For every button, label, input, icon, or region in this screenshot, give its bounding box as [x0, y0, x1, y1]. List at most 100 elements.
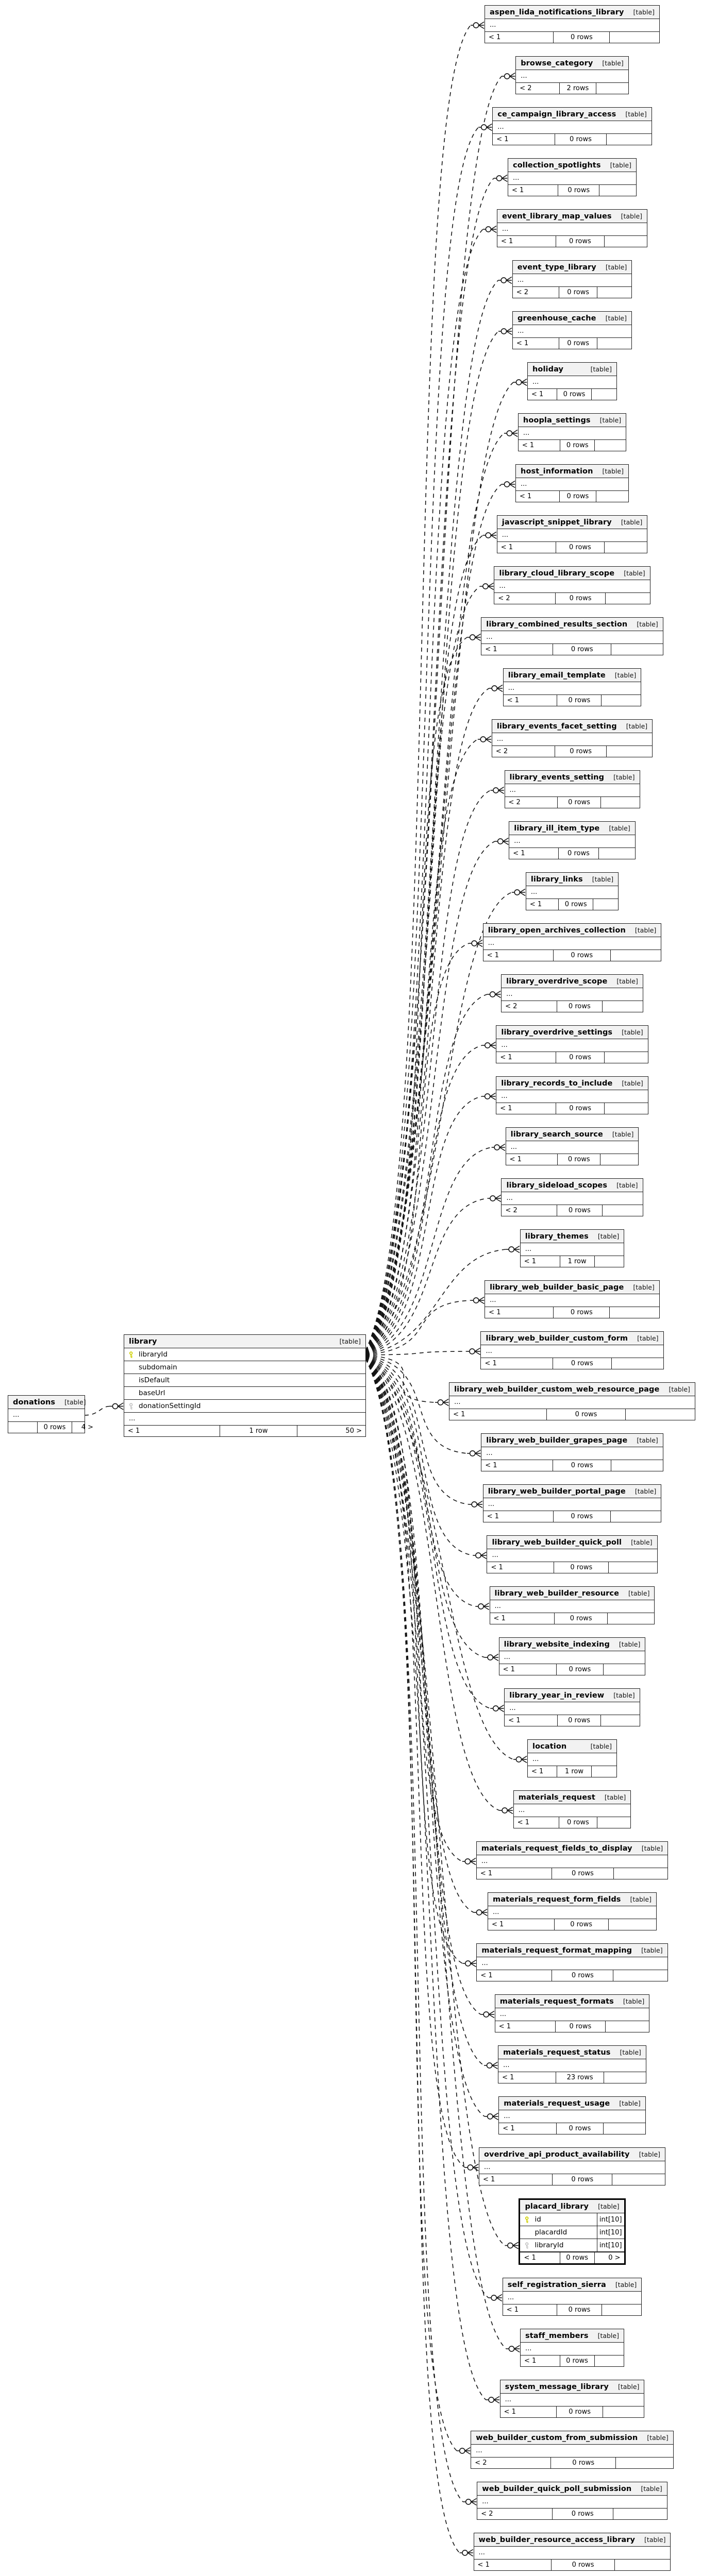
footer-child-count	[603, 1001, 643, 1012]
table-node-materials_request_format_mapping[interactable]: materials_request_format_mapping [table]…	[476, 1943, 668, 1981]
table-node-library_overdrive_settings[interactable]: library_overdrive_settings [table] ... <…	[496, 1025, 648, 1063]
table-node-donations[interactable]: donations [table] ... 0 rows 4 >	[8, 1395, 93, 1433]
table-node-library_ill_item_type[interactable]: library_ill_item_type [table] ... < 1 0 …	[509, 821, 636, 859]
table-node-ce_campaign_library_access[interactable]: ce_campaign_library_access [table] ... <…	[492, 107, 652, 145]
table-node-library_web_builder_quick_poll[interactable]: library_web_builder_quick_poll [table] .…	[487, 1535, 658, 1573]
footer-row-count: 0 rows	[557, 389, 592, 400]
table-node-library_themes[interactable]: library_themes [table] ... < 1 1 row	[520, 1229, 625, 1267]
table-node-library_sideload_scopes[interactable]: library_sideload_scopes [table] ... < 2 …	[501, 1178, 643, 1216]
table-kind-label: [table]	[647, 2434, 669, 2442]
footer-row-count: 0 rows	[556, 593, 606, 604]
footer-child-count	[597, 287, 631, 298]
footer-parent-count: < 1	[500, 2406, 557, 2417]
table-kind-label: [table]	[620, 2048, 641, 2056]
footer-row-count: 23 rows	[556, 2072, 604, 2083]
table-header: library_open_archives_collection [table]	[483, 924, 661, 937]
table-node-holiday[interactable]: holiday [table] ... < 1 0 rows	[527, 362, 617, 400]
table-more-columns: ...	[490, 1296, 496, 1304]
table-node-web_builder_quick_poll_submission[interactable]: web_builder_quick_poll_submission [table…	[477, 2482, 667, 2520]
table-node-materials_request_form_fields[interactable]: materials_request_form_fields [table] ..…	[488, 1892, 657, 1930]
table-footer: < 1 0 rows	[485, 1307, 659, 1318]
footer-child-count	[611, 1460, 662, 1471]
table-node-library_email_template[interactable]: library_email_template [table] ... < 1 0…	[503, 668, 642, 706]
table-name: host_information	[521, 467, 593, 476]
table-node-library_web_builder_basic_page[interactable]: library_web_builder_basic_page [table] .…	[485, 1280, 660, 1318]
table-node-library_web_builder_custom_form[interactable]: library_web_builder_custom_form [table] …	[480, 1331, 664, 1369]
footer-parent-count: < 2	[494, 593, 556, 604]
table-node-event_library_map_values[interactable]: event_library_map_values [table] ... < 1…	[496, 209, 648, 247]
table-footer: < 1 0 rows	[477, 1970, 667, 1981]
table-header: library_web_builder_custom_web_resource_…	[449, 1383, 695, 1396]
table-node-event_type_library[interactable]: event_type_library [table] ... < 2 0 row…	[512, 260, 632, 298]
table-node-collection_spotlights[interactable]: collection_spotlights [table] ... < 1 0 …	[508, 158, 637, 196]
footer-parent-count: < 1	[499, 2123, 557, 2134]
table-node-greenhouse_cache[interactable]: greenhouse_cache [table] ... < 1 0 rows	[512, 311, 632, 349]
footer-row-count: 0 rows	[560, 440, 595, 451]
table-more-columns: ...	[488, 1500, 495, 1508]
table-node-web_builder_custom_from_submission[interactable]: web_builder_custom_from_submission [tabl…	[471, 2431, 674, 2469]
table-footer: < 2 0 rows	[494, 592, 650, 604]
footer-parent-count: < 1	[508, 185, 559, 196]
table-node-materials_request_usage[interactable]: materials_request_usage [table] ... < 1 …	[498, 2096, 646, 2134]
table-node-library_overdrive_scope[interactable]: library_overdrive_scope [table] ... < 2 …	[501, 974, 643, 1012]
table-kind-label: [table]	[624, 569, 645, 577]
table-node-library_website_indexing[interactable]: library_website_indexing [table] ... < 1…	[498, 1637, 646, 1675]
table-footer: < 2 0 rows	[477, 2508, 667, 2519]
table-node-overdrive_api_product_availability[interactable]: overdrive_api_product_availability [tabl…	[478, 2147, 666, 2185]
table-node-materials_request[interactable]: materials_request [table] ... < 1 0 rows	[513, 1790, 631, 1828]
key-slot-empty	[129, 1390, 135, 1397]
relationship-edge	[118, 1405, 124, 1410]
table-footer: < 1 0 rows	[521, 2355, 624, 2366]
table-name: library_events_setting	[509, 773, 605, 782]
relationship-edge	[118, 1402, 124, 1407]
table-more-columns: ...	[532, 378, 539, 386]
table-node-library_events_facet_setting[interactable]: library_events_facet_setting [table] ...…	[491, 719, 653, 757]
table-node-library_cloud_library_scope[interactable]: library_cloud_library_scope [table] ... …	[494, 566, 650, 604]
table-node-library_web_builder_grapes_page[interactable]: library_web_builder_grapes_page [table] …	[481, 1433, 663, 1471]
table-node-aspen_lida_notifications_library[interactable]: aspen_lida_notifications_library [table]…	[485, 5, 660, 43]
table-more-columns: ...	[506, 1194, 513, 1202]
table-node-self_registration_sierra[interactable]: self_registration_sierra [table] ... < 1…	[502, 2278, 642, 2316]
table-node-hoopla_settings[interactable]: hoopla_settings [table] ... < 1 0 rows	[517, 413, 627, 451]
table-kind-label: [table]	[617, 2383, 640, 2391]
table-node-location[interactable]: location [table] ... < 1 1 row	[527, 1739, 617, 1777]
table-more-columns: ...	[509, 1704, 516, 1712]
table-node-library_events_setting[interactable]: library_events_setting [table] ... < 2 0…	[504, 770, 640, 808]
table-node-system_message_library[interactable]: system_message_library [table] ... < 1 0…	[499, 2380, 645, 2418]
table-node-library_records_to_include[interactable]: library_records_to_include [table] ... <…	[496, 1076, 648, 1114]
table-node-host_information[interactable]: host_information [table] ... < 1 0 rows	[515, 464, 629, 502]
table-more-columns: ...	[486, 633, 493, 641]
column-main: libraryId	[124, 1348, 365, 1361]
footer-child-count	[603, 1205, 643, 1216]
table-node-materials_request_fields_to_display[interactable]: materials_request_fields_to_display [tab…	[476, 1841, 669, 1879]
table-node-materials_request_formats[interactable]: materials_request_formats [table] ... < …	[494, 1994, 650, 2032]
table-footer: < 1 0 rows	[479, 2174, 665, 2185]
table-node-library_web_builder_custom_web_resource_page[interactable]: library_web_builder_custom_web_resource_…	[449, 1382, 695, 1420]
table-node-web_builder_resource_access_library[interactable]: web_builder_resource_access_library [tab…	[473, 2533, 671, 2571]
table-node-materials_request_status[interactable]: materials_request_status [table] ... < 1…	[498, 2045, 646, 2083]
table-node-javascript_snippet_library[interactable]: javascript_snippet_library [table] ... <…	[496, 515, 648, 553]
table-kind-label: [table]	[609, 824, 630, 832]
footer-child-count	[597, 1817, 631, 1828]
footer-row-count: 0 rows	[558, 797, 602, 808]
table-footer: < 1 1 row 50 >	[124, 1425, 365, 1436]
table-more-columns: ...	[504, 2112, 510, 2120]
table-node-library_web_builder_portal_page[interactable]: library_web_builder_portal_page [table] …	[482, 1484, 662, 1522]
footer-row-count: 0 rows	[560, 2355, 595, 2366]
key-slot-empty	[525, 2229, 531, 2236]
table-node-staff_members[interactable]: staff_members [table] ... < 1 0 rows	[520, 2329, 624, 2367]
table-node-library_links[interactable]: library_links [table] ... < 1 0 rows	[525, 872, 619, 910]
table-header: library_ill_item_type [table]	[509, 822, 635, 835]
table-node-browse_category[interactable]: browse_category [table] ... < 2 2 rows	[515, 56, 629, 94]
table-more-columns: ...	[530, 888, 538, 896]
table-node-library_combined_results_section[interactable]: library_combined_results_section [table]…	[481, 617, 663, 655]
table-node-library_year_in_review[interactable]: library_year_in_review [table] ... < 1 0…	[504, 1688, 640, 1726]
table-kind-label: [table]	[590, 365, 612, 373]
table-node-library_web_builder_resource[interactable]: library_web_builder_resource [table] ...…	[489, 1586, 655, 1624]
table-footer: < 1 0 rows	[518, 439, 626, 451]
table-node-library_search_source[interactable]: library_search_source [table] ... < 1 0 …	[505, 1127, 639, 1165]
table-node-library_open_archives_collection[interactable]: library_open_archives_collection [table]…	[482, 923, 662, 961]
